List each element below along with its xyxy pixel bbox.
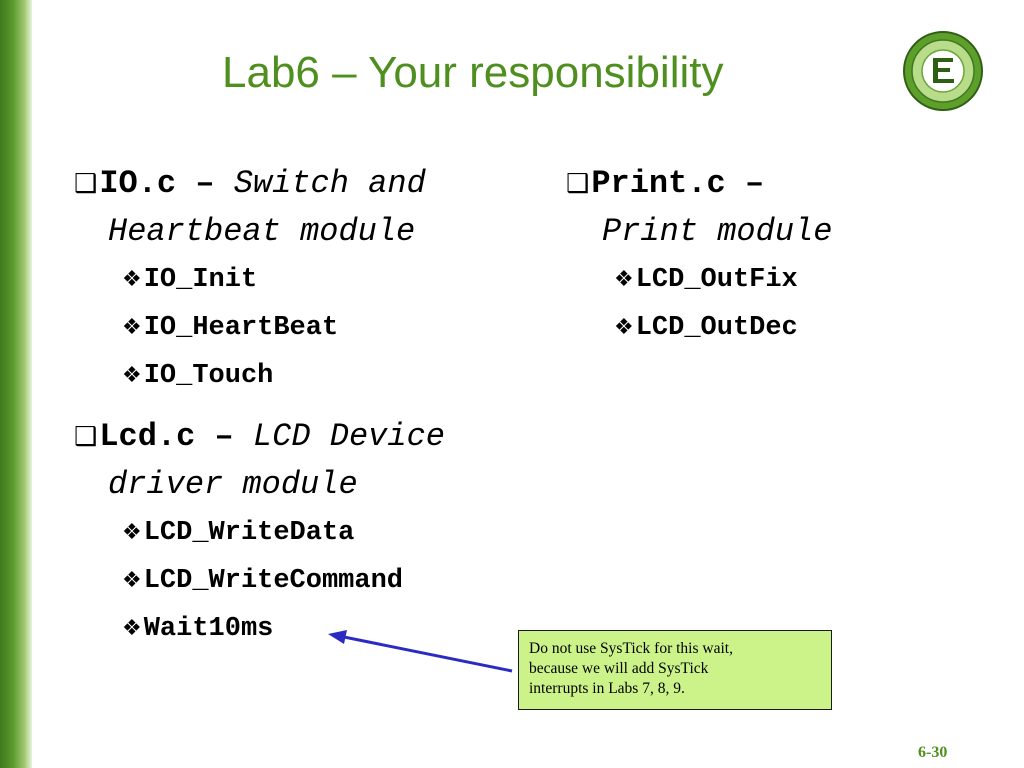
lcd-heading: ❑Lcd.c – LCD Device — [74, 413, 445, 461]
lcd-function-name: LCD_WriteData — [143, 518, 355, 548]
lcd-section: ❑Lcd.c – LCD Device driver module ❖LCD_W… — [74, 413, 445, 647]
lcd-module-name: Lcd.c – — [99, 418, 234, 455]
left-decorative-bar — [0, 0, 32, 768]
diamond-bullet-icon: ❖ — [122, 568, 142, 593]
lcd-function-item: ❖LCD_WriteData — [74, 515, 445, 551]
io-heading: ❑IO.c – Switch and — [74, 160, 426, 208]
print-function-name: LCD_OutDec — [635, 313, 798, 343]
print-function-item: ❖LCD_OutDec — [566, 310, 832, 346]
diamond-bullet-icon: ❖ — [122, 520, 142, 545]
wait-note-callout: Do not use SysTick for this wait, becaus… — [518, 630, 832, 710]
io-function-name: IO_HeartBeat — [143, 313, 339, 343]
diamond-bullet-icon: ❖ — [614, 267, 634, 292]
io-function-name: IO_Init — [143, 265, 258, 295]
callout-line: interrupts in Labs 7, 8, 9. — [529, 680, 685, 697]
slide-title: Lab6 – Your responsibility — [222, 48, 724, 97]
callout-line: Do not use SysTick for this wait, — [529, 640, 733, 657]
lcd-function-item: ❖Wait10ms — [74, 611, 445, 647]
io-function-item: ❖IO_HeartBeat — [74, 310, 426, 346]
lcd-function-name: Wait10ms — [143, 614, 274, 644]
texas-e-logo — [903, 31, 983, 111]
diamond-bullet-icon: ❖ — [122, 267, 142, 292]
print-function-item: ❖LCD_OutFix — [566, 262, 832, 298]
box-bullet-icon: ❑ — [566, 169, 590, 199]
io-module-desc-line2: Heartbeat module — [108, 213, 416, 250]
lcd-function-item: ❖LCD_WriteCommand — [74, 563, 445, 599]
print-heading: ❑Print.c – — [566, 160, 832, 208]
callout-line: because we will add SysTick — [529, 660, 709, 677]
io-section: ❑IO.c – Switch and Heartbeat module ❖IO_… — [74, 160, 426, 394]
diamond-bullet-icon: ❖ — [122, 315, 142, 340]
io-function-name: IO_Touch — [143, 361, 274, 391]
print-module-name: Print.c – — [591, 165, 765, 202]
diamond-bullet-icon: ❖ — [122, 616, 142, 641]
box-bullet-icon: ❑ — [74, 169, 98, 199]
print-desc-row: Print module — [566, 208, 832, 256]
io-function-item: ❖IO_Touch — [74, 358, 426, 394]
lcd-module-desc-line2: driver module — [108, 466, 358, 503]
lcd-module-desc-line1: LCD Device — [252, 418, 445, 455]
diamond-bullet-icon: ❖ — [122, 363, 142, 388]
lcd-desc-line2-row: driver module — [74, 461, 445, 509]
diamond-bullet-icon: ❖ — [614, 315, 634, 340]
print-function-name: LCD_OutFix — [635, 265, 798, 295]
lcd-function-name: LCD_WriteCommand — [143, 566, 403, 596]
io-module-desc-line1: Switch and — [233, 165, 426, 202]
io-module-name: IO.c – — [99, 165, 215, 202]
box-bullet-icon: ❑ — [74, 422, 98, 452]
page-number: 6-30 — [918, 744, 948, 761]
io-function-item: ❖IO_Init — [74, 262, 426, 298]
print-section: ❑Print.c – Print module ❖LCD_OutFix ❖LCD… — [566, 160, 832, 346]
io-desc-line2-row: Heartbeat module — [74, 208, 426, 256]
print-module-desc: Print module — [602, 213, 833, 250]
